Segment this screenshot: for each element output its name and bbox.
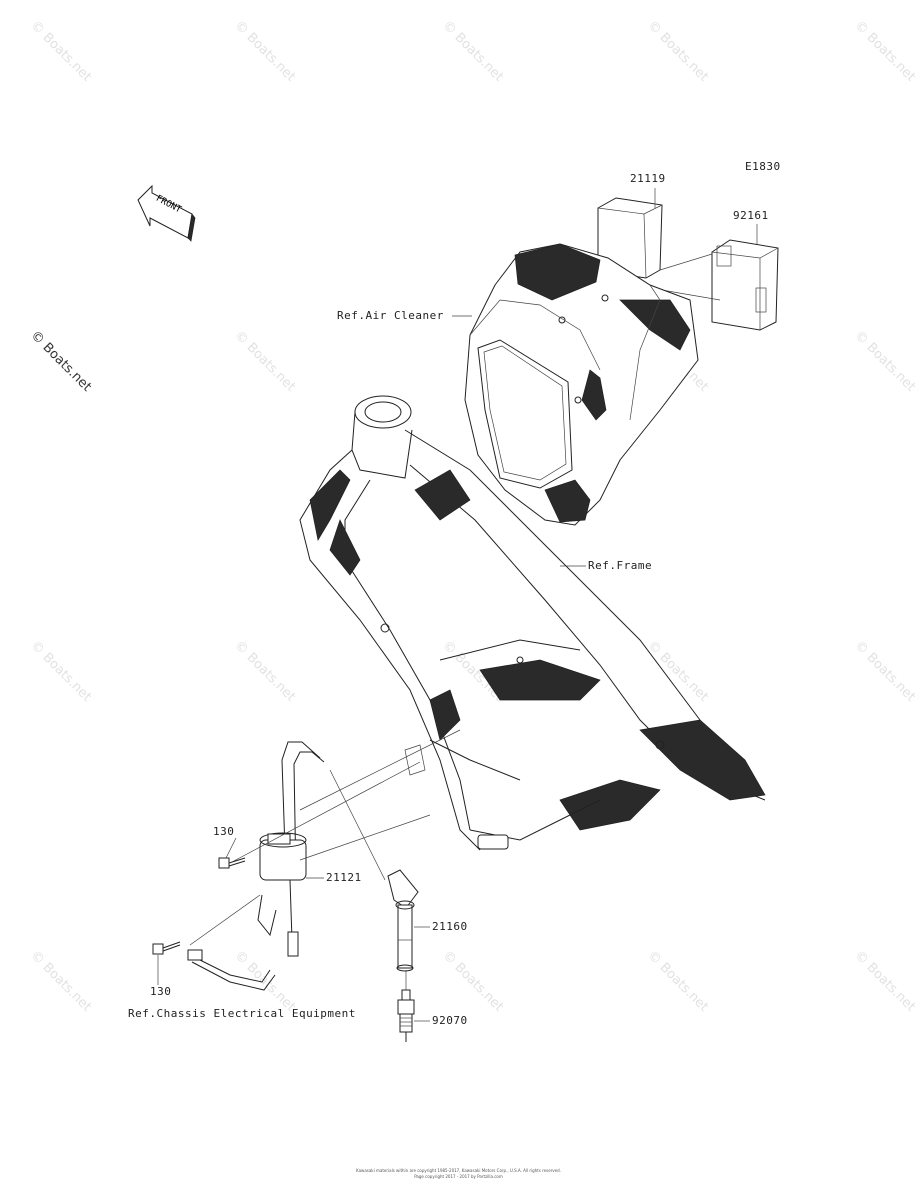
ref-chassis-electrical[interactable]: Ref.Chassis Electrical Equipment	[128, 1007, 356, 1020]
part-number-130-lower[interactable]: 130	[150, 985, 172, 998]
part-92070-drawing	[397, 989, 415, 1042]
air-cleaner-housing-drawing	[464, 243, 699, 526]
frame-drawing	[299, 395, 766, 851]
part-92161-drawing	[711, 239, 779, 331]
bolt-130-lower-drawing	[152, 941, 181, 955]
front-arrow-icon: FRONT	[137, 184, 196, 242]
ref-frame[interactable]: Ref.Frame	[588, 559, 653, 572]
copyright-line-1: Kawasaki materials within are copyright …	[356, 1168, 561, 1173]
front-arrow-label: FRONT	[154, 194, 183, 216]
diagram-code: E1830	[745, 160, 781, 173]
part-number-130-upper[interactable]: 130	[213, 825, 235, 838]
harness-drawing	[187, 949, 276, 991]
copyright-line-2: Page copyright 2017 - 2017 by Partzilla.…	[414, 1174, 503, 1179]
part-number-92070[interactable]: 92070	[432, 1014, 468, 1027]
part-21160-drawing	[387, 869, 419, 972]
part-21121-drawing	[257, 741, 325, 957]
bolt-130-upper-drawing	[218, 857, 246, 869]
ref-air-cleaner[interactable]: Ref.Air Cleaner	[337, 309, 444, 322]
part-number-92161[interactable]: 92161	[733, 209, 769, 222]
part-number-21119[interactable]: 21119	[630, 172, 666, 185]
part-number-21121[interactable]: 21121	[326, 871, 362, 884]
part-number-21160[interactable]: 21160	[432, 920, 468, 933]
